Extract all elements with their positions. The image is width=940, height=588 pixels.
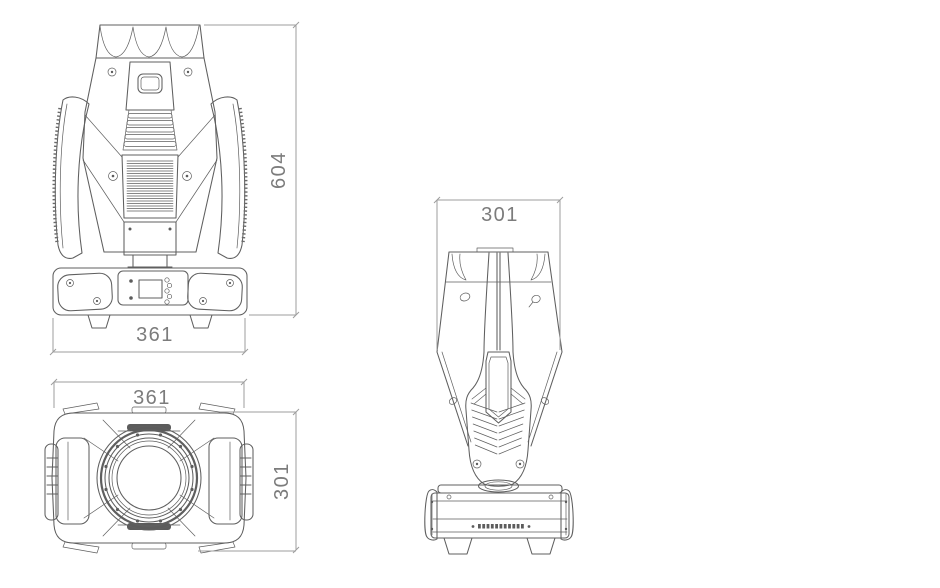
head-lower-sides [82, 157, 218, 253]
front-yoke-arm-right [210, 96, 248, 259]
dim-label-side-depth: 301 [481, 204, 519, 226]
head-screw-icons [107, 67, 193, 181]
yoke-arm [465, 252, 532, 493]
dim-label-front-width: 361 [136, 324, 174, 346]
arm-shoulder-ridges [471, 387, 526, 405]
tilt-lock [477, 479, 520, 493]
base-outline [52, 267, 248, 316]
dim-side-depth: 301 [433, 196, 564, 350]
menu-button-icons [164, 277, 173, 305]
edge-tab-top [131, 406, 167, 414]
head-top-tab [476, 247, 514, 253]
dim-front-width: 361 [49, 318, 249, 356]
display-window [137, 73, 163, 94]
side-arm-right [208, 437, 254, 525]
side-head-outline [436, 251, 563, 447]
facet-lines [82, 114, 218, 223]
side-base-feet [443, 537, 556, 555]
base-feet [87, 314, 213, 329]
display-screen [138, 279, 163, 299]
side-scallop-arcs [451, 253, 546, 281]
front-view [52, 24, 248, 329]
edge-tab-bottom [131, 542, 167, 550]
base-handle-left [424, 489, 438, 541]
base-pod-right [187, 272, 243, 312]
dim-front-height: 604 [204, 21, 300, 319]
side-hole-icons [459, 292, 541, 308]
front-head [82, 24, 218, 268]
side-base [424, 484, 574, 555]
neck [127, 254, 173, 268]
head-upper-sides [82, 57, 218, 159]
base-vents [471, 524, 531, 529]
base-handle-right [560, 489, 574, 541]
dim-top-width: 361 [50, 378, 248, 409]
louver-vents [122, 109, 178, 151]
lens-assembly [96, 424, 202, 531]
dim-label-top-width: 361 [133, 387, 171, 409]
front-base [52, 267, 248, 329]
center-panel [125, 61, 175, 111]
lens-glass [116, 445, 182, 511]
side-view [424, 247, 574, 555]
arm-screw-icons [472, 459, 525, 469]
chevron-vents [470, 402, 526, 455]
front-yoke-arm-left [52, 96, 90, 259]
dim-label-top-depth: 301 [271, 462, 293, 500]
dim-label-front-height: 604 [268, 151, 290, 189]
head-top-edge [95, 24, 205, 59]
control-panel [117, 270, 189, 306]
lens-clamp-top [127, 424, 171, 431]
dim-top-depth: 301 [198, 408, 300, 554]
lens-screw-icons [104, 433, 194, 523]
top-view [44, 402, 254, 554]
grille-vent [121, 154, 179, 219]
head-bottom-panel [123, 221, 177, 256]
side-arm-left [44, 437, 90, 525]
base-pod-left [57, 272, 113, 312]
scallop-trim-icon [99, 25, 200, 58]
side-head [436, 247, 563, 447]
corner-plates [83, 419, 215, 537]
arm-slot [485, 351, 512, 424]
base-body [430, 492, 570, 539]
